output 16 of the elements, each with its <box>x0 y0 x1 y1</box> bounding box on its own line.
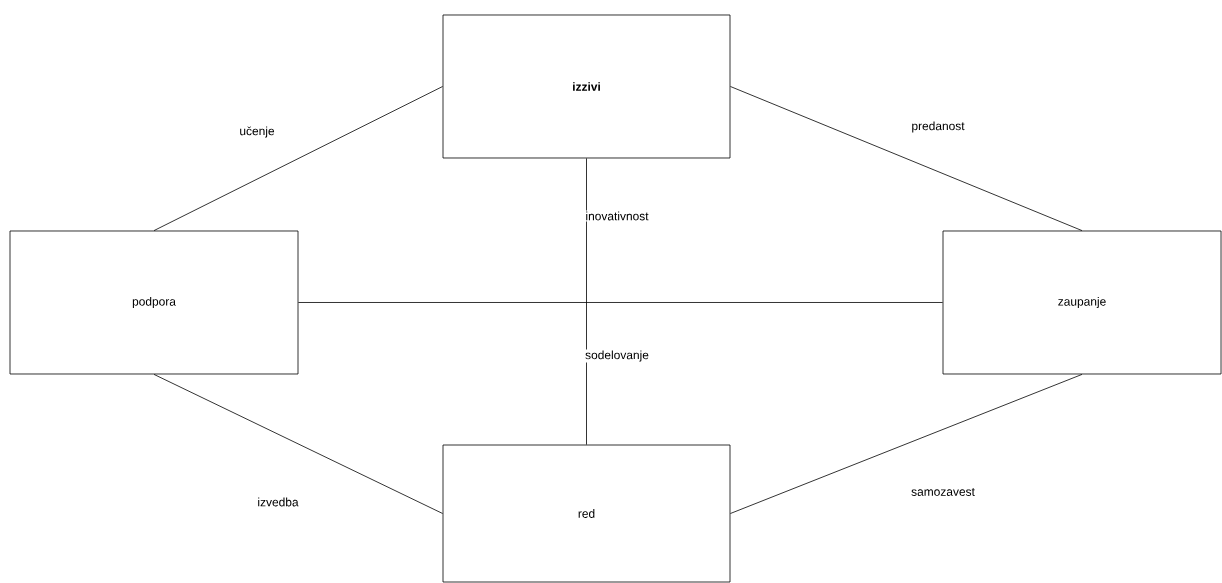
edge-label: predanost <box>910 120 966 134</box>
line-label: sodelovanje <box>584 349 650 363</box>
box: izzivi <box>442 14 731 159</box>
edge-label: izvedba <box>256 496 300 508</box>
edge-label: samozavest <box>910 487 976 497</box>
edge-label: učenje <box>238 125 276 139</box>
connector-line <box>730 86 1083 231</box>
box: zaupanje <box>942 230 1222 375</box>
connector-line <box>153 86 443 231</box>
box: podpora <box>9 230 299 375</box>
box: red <box>442 444 731 583</box>
edge-label: inovativnost <box>584 210 650 222</box>
connector-line <box>730 374 1083 514</box>
connector-line <box>586 158 587 445</box>
connector-line <box>153 374 443 514</box>
connector-line <box>298 302 943 303</box>
